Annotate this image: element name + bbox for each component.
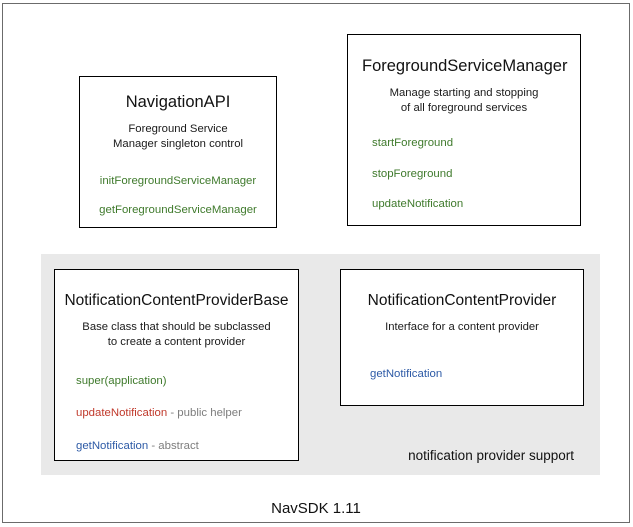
member-name: initForegroundServiceManager bbox=[99, 175, 257, 188]
member-note: - abstract bbox=[148, 439, 199, 452]
class-description-line-2: to create a content provider bbox=[107, 335, 246, 348]
class-description-line-1: Interface for a content provider bbox=[385, 320, 539, 333]
member-item[interactable]: getNotification bbox=[370, 367, 573, 381]
class-box-navigation-api[interactable]: NavigationAPI Foreground Service Manager… bbox=[79, 76, 277, 228]
member-name: getForegroundServiceManager bbox=[99, 203, 257, 216]
member-name: getNotification bbox=[370, 367, 443, 380]
member-name: updateNotification bbox=[76, 407, 168, 420]
member-name: updateNotification bbox=[372, 197, 464, 210]
member-item[interactable]: initForegroundServiceManager bbox=[88, 174, 268, 188]
class-description-line-1: Manage starting and stopping bbox=[389, 86, 539, 99]
class-box-foreground-service-manager-content: ForegroundServiceManager Manage starting… bbox=[348, 35, 580, 211]
group-panel-label: notification provider support bbox=[408, 448, 574, 463]
member-item[interactable]: getNotification - abstract bbox=[76, 439, 292, 453]
class-description-foreground-service-manager: Manage starting and stopping of all fore… bbox=[362, 86, 566, 117]
class-box-notification-content-provider-content: NotificationContentProvider Interface fo… bbox=[341, 270, 583, 381]
class-box-notification-content-provider[interactable]: NotificationContentProvider Interface fo… bbox=[340, 269, 584, 406]
class-title-foreground-service-manager: ForegroundServiceManager bbox=[362, 57, 568, 75]
footer-version-label: NavSDK 1.11 bbox=[271, 500, 361, 517]
class-box-notification-content-provider-base-content: NotificationContentProviderBase Base cla… bbox=[55, 270, 298, 453]
class-box-notification-content-provider-base[interactable]: NotificationContentProviderBase Base cla… bbox=[54, 269, 299, 461]
member-item[interactable]: startForeground bbox=[372, 136, 566, 150]
class-description-navigation-api: Foreground Service Manager singleton con… bbox=[88, 122, 268, 153]
member-name: stopForeground bbox=[372, 167, 453, 180]
member-item[interactable]: updateNotification bbox=[372, 197, 566, 211]
member-item[interactable]: getForegroundServiceManager bbox=[88, 203, 268, 217]
member-list-notification-content-provider-base: super(application) updateNotification - … bbox=[61, 374, 292, 453]
member-list-foreground-service-manager: startForeground stopForeground updateNot… bbox=[362, 136, 566, 211]
member-list-notification-content-provider: getNotification bbox=[351, 367, 573, 381]
member-name: super(application) bbox=[76, 375, 167, 388]
class-description-notification-content-provider: Interface for a content provider bbox=[351, 320, 573, 335]
member-item[interactable]: updateNotification - public helper bbox=[76, 406, 292, 420]
class-title-notification-content-provider-base: NotificationContentProviderBase bbox=[64, 292, 289, 309]
class-box-foreground-service-manager[interactable]: ForegroundServiceManager Manage starting… bbox=[347, 34, 581, 226]
slide-frame: NavigationAPI Foreground Service Manager… bbox=[2, 3, 630, 523]
class-description-notification-content-provider-base: Base class that should be subclassed to … bbox=[61, 320, 292, 351]
class-description-line-1: Base class that should be subclassed bbox=[82, 320, 271, 333]
member-list-navigation-api: initForegroundServiceManager getForegrou… bbox=[88, 174, 268, 217]
member-note: - public helper bbox=[167, 407, 242, 420]
class-description-line-2: of all foreground services bbox=[400, 102, 528, 115]
class-title-navigation-api: NavigationAPI bbox=[125, 93, 231, 111]
class-box-navigation-api-content: NavigationAPI Foreground Service Manager… bbox=[80, 77, 276, 217]
class-title-notification-content-provider: NotificationContentProvider bbox=[367, 292, 557, 309]
member-name: getNotification bbox=[76, 439, 149, 452]
member-name: startForeground bbox=[372, 137, 454, 150]
member-item[interactable]: stopForeground bbox=[372, 167, 566, 181]
class-description-line-2: Manager singleton control bbox=[113, 138, 243, 151]
class-description-line-1: Foreground Service bbox=[128, 122, 228, 135]
member-item[interactable]: super(application) bbox=[76, 374, 292, 388]
